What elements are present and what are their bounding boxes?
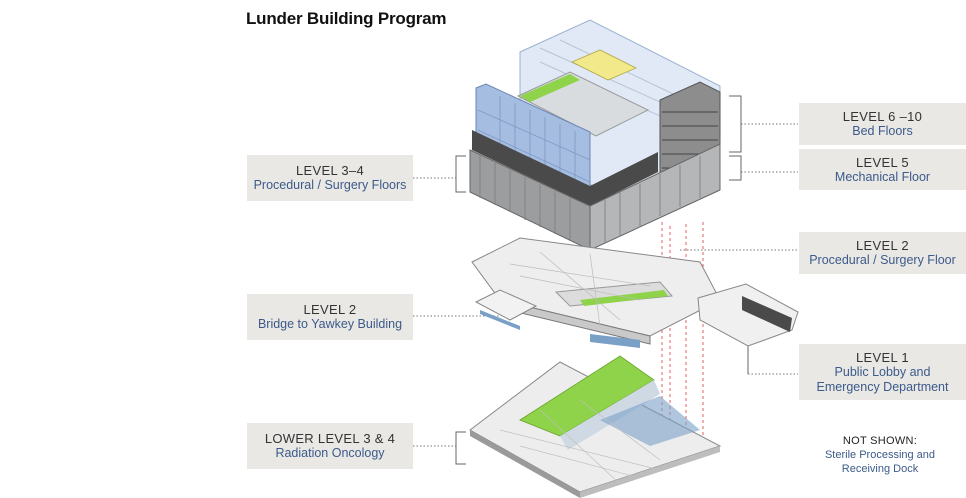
note-line-2: Receiving Dock [841,463,919,475]
level-name: LEVEL 3–4 [296,163,364,178]
level-description: Bridge to Yawkey Building [257,317,403,331]
label-level-2-surgery: LEVEL 2 Procedural / Surgery Floor [799,232,966,274]
level-name: LEVEL 2 [856,238,909,253]
level-description: Bed Floors [852,124,913,138]
label-level-6-10: LEVEL 6 –10 Bed Floors [799,103,966,145]
level-name: LEVEL 1 [856,349,909,365]
note-line-1: Sterile Processing and [824,449,936,461]
level-description: Mechanical Floor [834,169,931,184]
level-description: Procedural / Surgery Floors [253,178,407,192]
level-name: LOWER LEVEL 3 & 4 [264,431,396,446]
label-lower-level-3-4: LOWER LEVEL 3 & 4 Radiation Oncology [247,423,413,469]
lower-level-plate [469,355,722,498]
note-heading: NOT SHOWN: [842,435,918,447]
label-level-2-bridge: LEVEL 2 Bridge to Yawkey Building [247,294,413,340]
level-description: Procedural / Surgery Floor [809,253,956,267]
level-name: LEVEL 6 –10 [842,109,923,124]
level-name: LEVEL 2 [303,302,357,317]
level-name: LEVEL 5 [856,154,909,170]
upper-tower [469,19,721,251]
label-level-1: LEVEL 1 Public Lobby and Emergency Depar… [799,344,966,400]
leader-lines [413,123,798,447]
label-level-3-4: LEVEL 3–4 Procedural / Surgery Floors [247,155,413,201]
page-title: Lunder Building Program [246,9,447,28]
level-description: Radiation Oncology [275,446,385,460]
level-2-plate [471,237,799,348]
label-level-5: LEVEL 5 Mechanical Floor [799,149,966,190]
level-description-line-2: Emergency Department [816,379,949,394]
level-description-line-1: Public Lobby and [834,364,931,379]
not-shown-note: NOT SHOWN: Sterile Processing and Receiv… [804,434,956,476]
